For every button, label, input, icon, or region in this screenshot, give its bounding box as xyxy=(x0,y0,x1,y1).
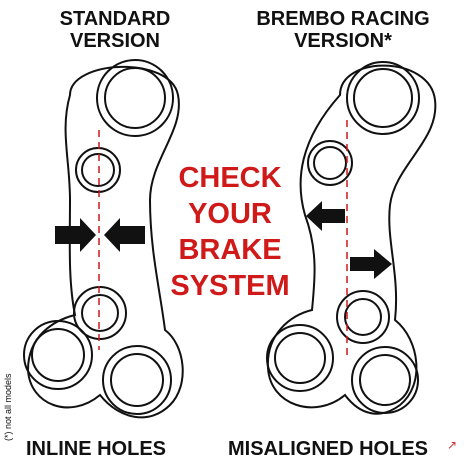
brembo-hole-mid-upper-inner xyxy=(313,146,347,180)
brembo-arrow-left-icon xyxy=(306,201,345,231)
expand-corner-icon[interactable]: ↗ xyxy=(446,438,457,452)
callout-line1: CHECK xyxy=(178,162,282,194)
standard-hole-top-outer xyxy=(96,59,174,137)
standard-heading-line1: STANDARD xyxy=(59,8,171,30)
standard-hole-mid-upper-outer xyxy=(75,147,121,193)
standard-hole-mid-lower-inner xyxy=(81,294,119,332)
standard-plate-outline xyxy=(26,65,184,419)
standard-hole-bottom-right-inner xyxy=(110,353,164,407)
brembo-hole-mid-lower-outer xyxy=(336,290,390,344)
brembo-hole-bottom-right-inner xyxy=(359,354,411,406)
callout-line3: BRAKE xyxy=(178,234,282,266)
brembo-arrow-right-icon xyxy=(350,249,392,279)
standard-hole-top-inner xyxy=(104,67,166,129)
brembo-hole-bottom-right-outer xyxy=(351,346,419,414)
brembo-hole-mid-upper-outer xyxy=(307,140,353,186)
not-all-models-footnote: (*) not all models xyxy=(3,373,13,441)
misaligned-holes-label: MISALIGNED HOLES xyxy=(228,438,429,460)
arrow-right-icon xyxy=(55,218,96,252)
brembo-heading-line1: BREMBO RACING xyxy=(256,8,430,30)
standard-heading-line2: VERSION xyxy=(69,30,161,52)
standard-hole-bottom-left-inner xyxy=(31,328,85,382)
standard-hole-mid-upper-inner xyxy=(81,153,115,187)
brembo-version-heading: BREMBO RACING VERSION* xyxy=(248,8,438,52)
brembo-hole-bottom-left-inner xyxy=(274,332,326,384)
standard-plate xyxy=(23,59,184,419)
arrow-left-icon xyxy=(104,218,145,252)
check-brake-system-callout: CHECK YOUR BRAKE SYSTEM xyxy=(150,160,310,304)
callout-line2: YOUR xyxy=(188,198,272,230)
brembo-plate xyxy=(266,61,437,415)
standard-hole-bottom-left-outer xyxy=(23,320,93,390)
brembo-hole-mid-lower-inner xyxy=(344,298,382,336)
brembo-hole-bottom-left-outer xyxy=(266,324,334,392)
brembo-heading-line2: VERSION* xyxy=(294,30,392,52)
standard-hole-bottom-right-outer xyxy=(102,345,172,415)
inline-holes-label: INLINE HOLES xyxy=(26,438,167,460)
standard-version-heading: STANDARD VERSION xyxy=(40,8,190,52)
callout-line4: SYSTEM xyxy=(170,270,290,302)
brembo-hole-top-inner xyxy=(353,68,413,128)
standard-hole-mid-lower-outer xyxy=(73,286,127,340)
brembo-hole-top-outer xyxy=(346,61,420,135)
